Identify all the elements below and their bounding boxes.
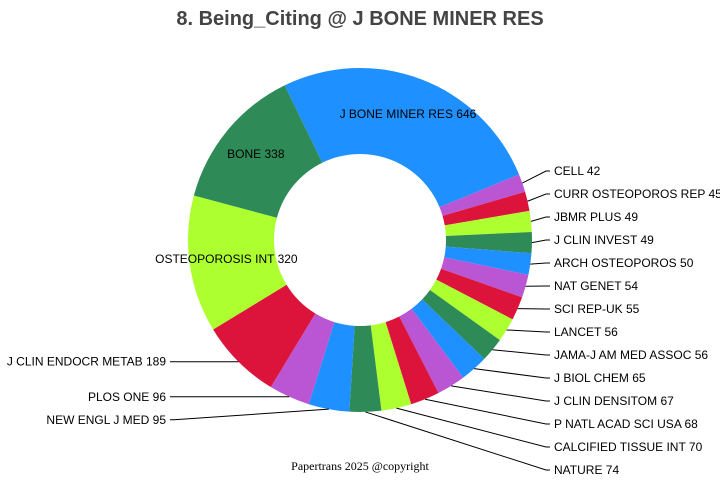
slice-label-j-biol-chem: J BIOL CHEM 65 [554,371,646,385]
slice-j-bone-miner-res [284,68,520,208]
leader-line-new-engl-j-med [170,408,329,421]
slice-jama-j-am-med-assoc [422,290,500,359]
slice-label-plos-one: PLOS ONE 96 [88,390,166,404]
slice-label-sci-rep-uk: SCI REP-UK 55 [554,302,640,316]
slice-curr-osteoporos-rep [442,191,530,226]
slice-cell [439,174,526,216]
slice-j-clin-densitom [399,308,464,394]
chart-title: 8. Being_Citing @ J BONE MINER RES [176,8,543,30]
leader-lines-group [170,170,550,471]
slice-sci-rep-uk [436,268,523,320]
leader-line-nature [365,411,550,471]
slice-lancet [429,279,513,341]
slice-label-p-natl-acad-sci-usa: P NATL ACAD SCI USA 68 [554,417,698,431]
slice-label-new-engl-j-med: NEW ENGL J MED 95 [46,413,166,427]
leader-line-j-clin-invest [531,239,550,244]
slice-label-j-bone-miner-res: J BONE MINER RES 646 [340,107,477,121]
leader-line-calcified-tissue-int [396,407,550,448]
slice-label-jama-j-am-med-assoc: JAMA-J AM MED ASSOC 56 [554,348,708,362]
leader-line-cell [522,170,550,184]
slice-bone [193,85,323,218]
slice-label-j-clin-invest: J CLIN INVEST 49 [554,233,654,247]
slice-label-cell: CELL 42 [554,164,601,178]
slice-p-natl-acad-sci-usa [385,316,439,405]
slice-label-j-clin-endocr-metab: J CLIN ENDOCR METAB 189 [7,355,166,369]
slices-group [188,68,532,413]
leader-line-jbmr-plus [530,216,550,222]
slice-label-lancet: LANCET 56 [554,325,618,339]
slice-calcified-tissue-int [370,322,412,411]
slice-j-biol-chem [411,299,485,378]
slice-plos-one [270,313,335,405]
leader-line-j-biol-chem [474,368,550,379]
slice-new-engl-j-med [308,322,355,412]
copyright-footer: Papertrans 2025 @copyright [291,459,429,473]
slice-label-j-clin-densitom: J CLIN DENSITOM 67 [554,394,674,408]
slice-osteoporosis-int [188,195,287,330]
leader-line-p-natl-acad-sci-usa [424,398,550,425]
leader-line-j-clin-densitom [451,385,550,402]
leader-line-arch-osteoporos [530,262,550,265]
slice-nat-genet [441,257,529,298]
slice-label-nat-genet: NAT GENET 54 [554,279,638,293]
slice-label-nature: NATURE 74 [554,463,619,477]
leader-line-curr-osteoporos-rep [527,193,550,202]
leader-line-jama-j-am-med-assoc [492,349,550,356]
slice-j-clin-endocr-metab [213,284,316,388]
slice-label-jbmr-plus: JBMR PLUS 49 [554,210,638,224]
leader-line-lancet [506,329,550,333]
slice-arch-osteoporos [444,246,532,275]
slice-label-curr-osteoporos-rep: CURR OSTEOPOROS REP 45 [554,187,720,201]
slice-label-bone: BONE 338 [227,147,285,161]
slice-label-arch-osteoporos: ARCH OSTEOPOROS 50 [554,256,694,270]
slice-label-calcified-tissue-int: CALCIFIED TISSUE INT 70 [554,440,703,454]
slice-jbmr-plus [444,210,532,236]
slice-label-osteoporosis-int: OSTEOPOROSIS INT 320 [155,252,298,266]
slice-nature [349,325,382,413]
slice-j-clin-invest [445,231,532,254]
